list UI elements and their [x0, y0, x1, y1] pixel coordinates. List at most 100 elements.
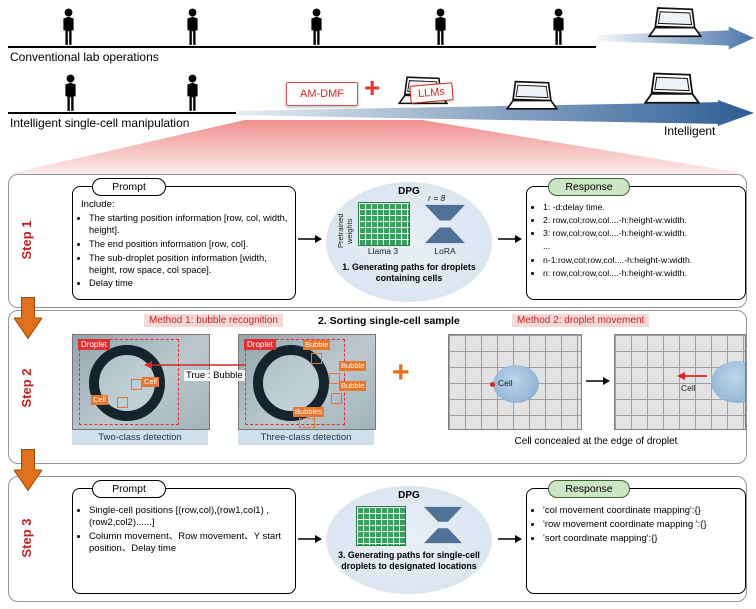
step2-label: Step 2 [19, 368, 34, 408]
person-icon [187, 8, 198, 45]
cell-tag: Cell [142, 377, 159, 387]
droplet-blob [711, 361, 745, 403]
cell-label: Cell [498, 378, 513, 388]
response-item: n-1:row,col;row,col....-h:height-w:width… [543, 255, 745, 266]
response-item: ... [543, 241, 551, 252]
bubble-tag: Bubble [339, 381, 367, 391]
dpg-caption: 1. Generating paths for droplets contain… [342, 262, 476, 283]
arrow-left-red-icon [677, 372, 707, 380]
droplet-ring [253, 345, 329, 421]
method2-label: Method 2: droplet movement [512, 314, 650, 327]
droplet-detection-bbox [79, 339, 179, 425]
step1-response-box: 1: -d:delay time. 2: row,col;row,col....… [526, 186, 746, 300]
response-item: 'col movement coordinate mapping':{} [543, 505, 745, 517]
bubble-detection-bbox [331, 393, 342, 404]
person-icon [435, 8, 446, 45]
prompt-bullet-list: Single-cell positions [(row,col),(row1,c… [89, 505, 295, 556]
cell-dot [490, 382, 495, 387]
two-class-detection-image: Droplet Cell Cell [72, 334, 210, 430]
droplet-blob [493, 365, 539, 403]
person-icon [187, 74, 198, 111]
step3-response-pill: Response [548, 480, 630, 498]
droplet-tag: Droplet [78, 339, 110, 350]
droplet-grid-after: Cell [614, 334, 746, 430]
cell-detection-bbox [117, 397, 128, 408]
droplet-tag: Droplet [244, 339, 276, 350]
arrow-right-icon [586, 377, 610, 385]
response-item-list: 1: -d:delay time. 2: row,col;row,col....… [543, 202, 745, 279]
movement-caption: Cell concealed at the edge of droplet [514, 436, 678, 447]
arrow-right-icon [298, 535, 322, 543]
response-item: 2: row,col;row,col....-h:height-w:width. [543, 215, 745, 226]
response-item: 3: row,col;row,col....-h:height-w:width. [543, 228, 745, 239]
cell-tag: Cell [91, 395, 108, 405]
weights-grid [356, 506, 406, 546]
arrow-left-red-icon [144, 361, 246, 369]
step1-prompt-box: Include: The starting position informati… [72, 186, 296, 300]
dpg-title: DPG [398, 490, 420, 501]
person-icon [311, 8, 322, 45]
prompt-bullet: The end position information [row, col]. [89, 239, 295, 251]
step3-label: Step 3 [19, 518, 34, 558]
droplet-grid-before: Cell [448, 334, 582, 430]
arrow-right-icon [298, 235, 322, 243]
lora-label: LoRA [434, 246, 456, 256]
step1-prompt-pill: Prompt [92, 178, 166, 196]
laptop-icon [506, 80, 558, 110]
laptop-icon [648, 7, 702, 38]
arrow-right-icon [498, 535, 522, 543]
three-class-detection-image: Droplet Bubble Bubble Bubble Bubbles [238, 334, 376, 430]
bubble-tag: Bubble [303, 340, 331, 350]
three-class-caption: Three-class detection [238, 430, 374, 445]
lora-hourglass-icon [425, 204, 465, 244]
intelligent-label: Intelligent [664, 124, 716, 138]
step2-section-title: 2. Sorting single-cell sample [318, 315, 460, 327]
llms-badge: LLMs [409, 82, 454, 104]
lora-rank-label: r = 8 [428, 193, 446, 203]
prompt-bullet: Delay time [89, 278, 295, 290]
step1-label: Step 1 [19, 220, 34, 260]
prompt-intro: Include: [81, 199, 115, 210]
step-down-arrow-icon [14, 297, 42, 340]
bubbles-detection-bbox [299, 418, 315, 428]
step-down-arrow-icon [14, 449, 42, 492]
row1-label: Conventional lab operations [10, 50, 159, 64]
bubble-tag: Bubble [339, 361, 367, 371]
llama-weights-grid [358, 202, 410, 246]
response-item: 1: -d:delay time. [543, 202, 745, 213]
bubble-detection-bbox [311, 353, 322, 364]
row2-label: Intelligent single-cell manipulation [10, 116, 190, 130]
person-icon [65, 74, 76, 111]
llama-label: Llama 3 [367, 246, 399, 256]
dpg-caption: 3. Generating paths for single-cell drop… [338, 550, 480, 571]
two-class-caption: Two-class detection [72, 430, 208, 445]
pretrained-weights-label: Pretrained weights [336, 213, 354, 249]
amdmf-badge: AM-DMF [286, 82, 358, 106]
response-item-list: 'col movement coordinate mapping':{} 'ro… [543, 505, 745, 545]
row2-line [8, 112, 236, 114]
method1-label: Method 1: bubble recognition [144, 314, 283, 327]
step1-response-pill: Response [548, 178, 630, 196]
prompt-bullet: Column movement、Row movement、Y start pos… [89, 531, 295, 555]
step3-response-box: 'col movement coordinate mapping':{} 'ro… [526, 488, 746, 594]
response-item: 'sort coordinate mapping':{} [543, 533, 745, 545]
response-item: 'row movement coordinate mapping ':{} [543, 519, 745, 531]
prompt-bullet-list: The starting position information [row, … [89, 213, 295, 290]
cell-detection-bbox [131, 379, 142, 390]
row1-line [8, 46, 596, 48]
prompt-bullet: Single-cell positions [(row,col),(row1,c… [89, 505, 295, 529]
step3-prompt-box: Single-cell positions [(row,col),(row1,c… [72, 488, 296, 594]
true-bubble-label: True : Bubble [184, 370, 245, 381]
response-item: n: row,col;row,col....-h:height-w:width. [543, 268, 745, 279]
cell-label: Cell [681, 383, 696, 393]
step3-dpg-ellipse: DPG 3. Generating paths for single-cell … [326, 486, 492, 594]
lora-hourglass-icon [424, 506, 462, 544]
arrow-right-icon [498, 235, 522, 243]
bubble-detection-bbox [329, 373, 340, 384]
laptop-icon [644, 72, 700, 104]
step3-prompt-pill: Prompt [92, 480, 166, 498]
person-icon [553, 8, 564, 45]
prompt-bullet: The sub-droplet position information [wi… [89, 253, 295, 277]
bubbles-tag: Bubbles [293, 407, 325, 417]
